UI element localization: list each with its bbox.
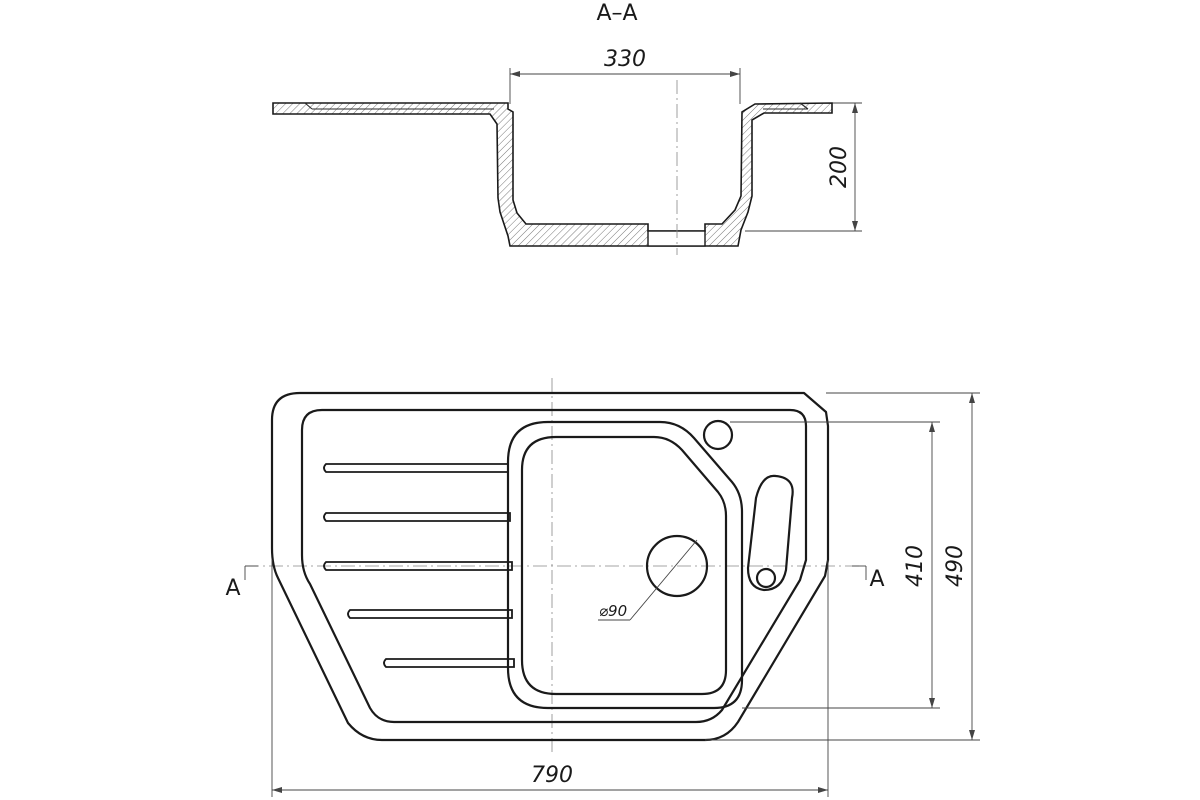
sink-outer-outline — [270, 391, 830, 742]
tap-hole — [702, 419, 734, 451]
dimension-overall-depth: 490 — [705, 392, 980, 741]
bowl-width-label: 330 — [604, 47, 646, 72]
overflow-hole — [755, 567, 777, 589]
sink-cross-section — [272, 102, 833, 247]
dimension-bowl-width: 330 — [509, 47, 741, 104]
section-marker-left-label: A — [225, 576, 240, 601]
overall-width-label: 790 — [531, 763, 573, 788]
overflow-slot — [746, 474, 794, 592]
inner-depth-label: 410 — [903, 545, 928, 587]
section-title: A–A — [596, 1, 637, 26]
bowl-depth-label: 200 — [827, 146, 852, 188]
dimension-overall-width: 790 — [271, 560, 829, 797]
bowl-outer — [506, 420, 744, 710]
section-marker-left: A — [225, 565, 258, 601]
dimension-inner-depth: 410 — [730, 421, 940, 709]
sink-inner-rim — [300, 408, 808, 724]
overall-depth-label: 490 — [943, 545, 968, 587]
section-marker-right: A — [852, 565, 885, 592]
drainboard-grooves — [323, 463, 515, 668]
section-marker-right-label: A — [869, 567, 884, 592]
plan-view: ⌀90 790 410 — [225, 378, 980, 797]
bowl-inner — [520, 435, 728, 696]
dimension-bowl-depth: 200 — [745, 102, 862, 232]
drain-circle — [645, 534, 709, 598]
section-view: A–A 330 200 — [272, 1, 862, 255]
drain-diameter-label: ⌀90 — [599, 602, 627, 620]
